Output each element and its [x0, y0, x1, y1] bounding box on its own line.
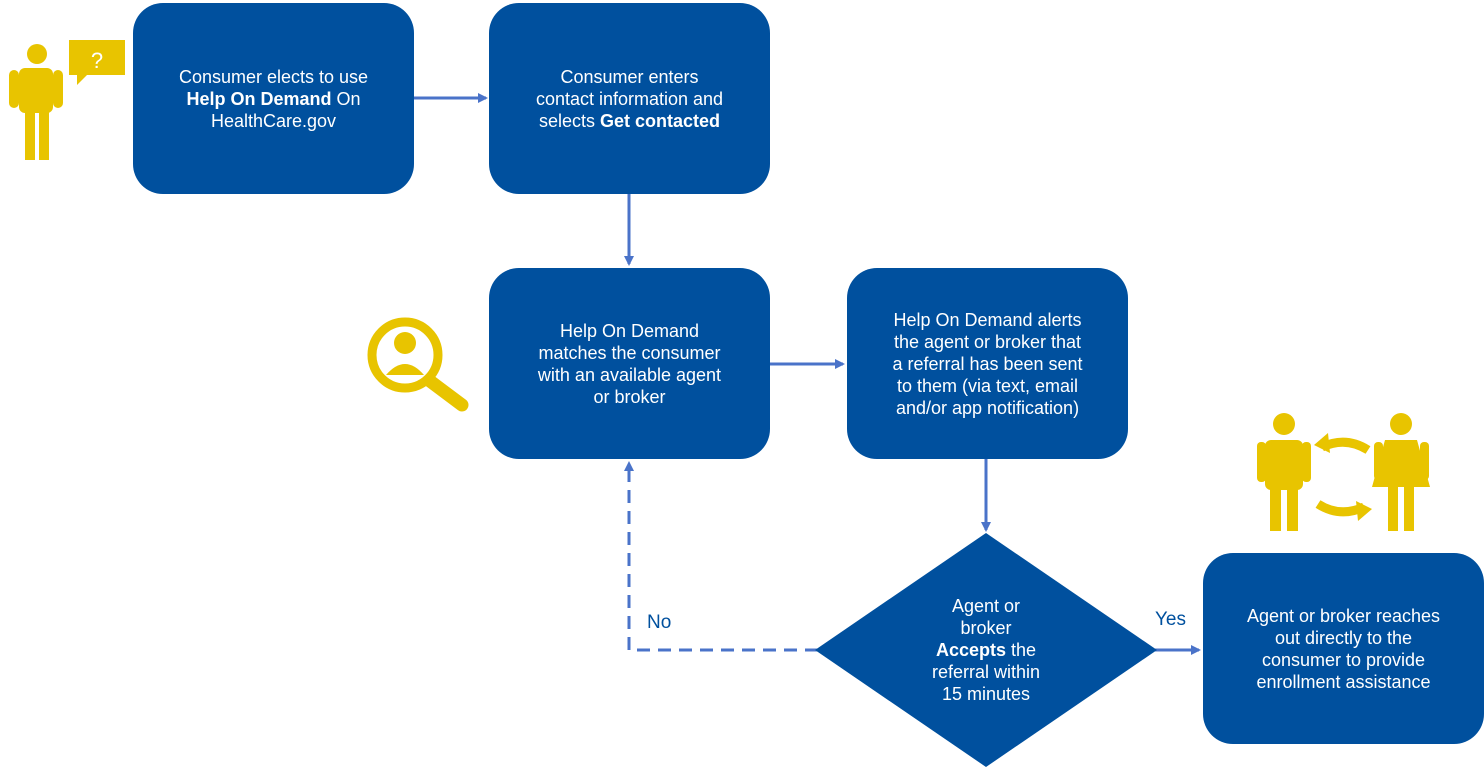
- svg-text:?: ?: [91, 48, 103, 73]
- matches-line3: with an available agent: [537, 364, 722, 385]
- decision-diamond: [815, 533, 1157, 767]
- people-exchange-icon: [1257, 413, 1430, 531]
- alerts-line1: Help On Demand alerts: [893, 309, 1082, 330]
- decision-line2: broker: [960, 618, 1012, 638]
- reaches-out-line2: out directly to the: [1274, 627, 1413, 648]
- decision-accepts: Accepts: [935, 640, 1006, 660]
- matches-line1: Help On Demand: [559, 320, 700, 341]
- alerts-line4: to them (via text, email: [896, 375, 1079, 396]
- edge-label-no: No: [647, 612, 672, 633]
- consumer-elects-line3: HealthCare.gov: [210, 110, 337, 131]
- consumer-elects-line1: Consumer elects to use: [178, 66, 369, 87]
- person-question-icon: ?: [9, 40, 125, 160]
- consumer-elects-line2-rest: On: [331, 88, 361, 109]
- decision-line4: referral within: [931, 662, 1041, 682]
- consumer-enters-get-contacted: Get contacted: [600, 110, 721, 131]
- consumer-enters-line1: Consumer enters: [560, 66, 699, 87]
- alerts-line5: and/or app notification): [895, 397, 1080, 418]
- alerts-line3: a referral has been sent: [892, 353, 1083, 374]
- decision-line5: 15 minutes: [941, 684, 1031, 704]
- step-consumer-enters: Consumer enters contact information and …: [489, 3, 770, 194]
- consumer-elects-help-on-demand: Help On Demand: [186, 88, 332, 109]
- edge-label-yes: Yes: [1155, 609, 1186, 630]
- step-consumer-elects: Consumer elects to use Help On Demand On…: [133, 3, 414, 194]
- reaches-out-line3: consumer to provide: [1261, 649, 1426, 670]
- step-matches: Help On Demand matches the consumer with…: [489, 268, 770, 459]
- reaches-out-line1: Agent or broker reaches: [1246, 605, 1441, 626]
- alerts-line2: the agent or broker that: [893, 331, 1082, 352]
- matches-line4: or broker: [593, 386, 666, 407]
- decision-line1: Agent or: [951, 596, 1021, 616]
- decision-text: Agent or broker Accepts the referral wit…: [896, 585, 1076, 715]
- decision-line3-rest: the: [1006, 640, 1037, 660]
- step-reaches-out: Agent or broker reaches out directly to …: [1203, 553, 1484, 744]
- magnifier-person-icon: [367, 317, 469, 412]
- consumer-enters-line3-pre: selects: [538, 110, 600, 131]
- reaches-out-line4: enrollment assistance: [1256, 671, 1431, 692]
- arrow-no-loop: [624, 461, 818, 652]
- matches-line2: matches the consumer: [538, 342, 721, 363]
- step-alerts: Help On Demand alerts the agent or broke…: [847, 268, 1128, 459]
- consumer-enters-line2: contact information and: [535, 88, 724, 109]
